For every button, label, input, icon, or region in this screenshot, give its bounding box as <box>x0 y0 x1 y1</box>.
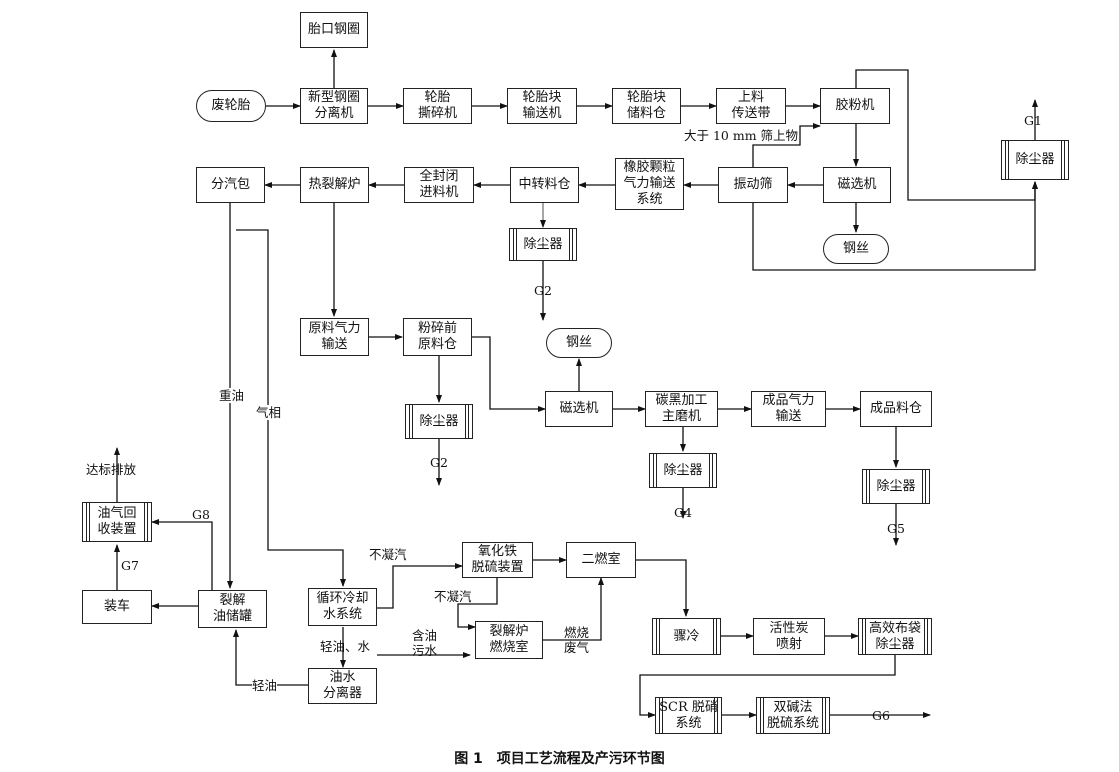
node-cooling: 循环冷却 水系统 <box>308 588 377 626</box>
node-quench: 骤冷 <box>652 618 721 655</box>
node-rubber-mill: 胶粉机 <box>820 88 890 124</box>
label-oily-wastewater: 含油 污水 <box>412 628 438 658</box>
node-iron-oxide: 氧化铁 脱硫装置 <box>462 542 533 578</box>
line-tank-to-recovery <box>151 519 213 590</box>
node-grinder: 碳黑加工 主磨机 <box>645 391 718 427</box>
label-screen-over: 大于 10 mm 筛上物 <box>684 128 799 143</box>
node-product-pneumatic: 成品气力 输送 <box>751 391 826 427</box>
label-g7: G7 <box>121 558 139 573</box>
node-product-bin: 成品料仓 <box>860 391 932 427</box>
node-raw-pneumatic: 原料气力 输送 <box>300 318 369 356</box>
node-steel-wire2: 钢丝 <box>546 328 612 358</box>
node-transfer-bin: 中转料仓 <box>510 167 579 203</box>
label-g1: G1 <box>1024 113 1042 128</box>
node-block-conveyor: 轮胎块 输送机 <box>507 88 577 124</box>
node-dust-g2a: 除尘器 <box>509 228 577 261</box>
label-g4: G4 <box>674 505 692 520</box>
line-precrush-to-magsep <box>472 336 546 412</box>
label-gas-phase: 气相 <box>256 405 282 420</box>
line-combustion-gas <box>543 577 604 641</box>
label-g2b: G2 <box>430 455 448 470</box>
node-waste-tire: 废轮胎 <box>196 90 266 122</box>
line-noncond2 <box>457 578 498 630</box>
node-separator: 新型钢圈 分离机 <box>300 88 368 124</box>
node-bag-filter: 高效布袋 除尘器 <box>858 618 932 655</box>
node-vib-screen: 振动筛 <box>718 167 788 203</box>
label-non-condensable2: 不凝汽 <box>434 589 472 604</box>
line-screen-oversize <box>752 123 821 167</box>
node-mag-sep2: 磁选机 <box>545 391 613 427</box>
node-oil-tank: 裂解 油储罐 <box>198 590 267 628</box>
node-pre-crush-bin: 粉碎前 原料仓 <box>403 318 472 356</box>
line-gas-phase <box>236 229 346 587</box>
label-non-condensable1: 不凝汽 <box>369 547 407 562</box>
node-tire-rim: 胎口钢圈 <box>300 12 368 48</box>
node-dust-g4: 除尘器 <box>649 453 717 488</box>
node-pneumatic-rubber: 橡胶颗粒 气力输送 系统 <box>615 158 684 210</box>
line-screen-to-dust <box>752 181 1038 271</box>
figure-caption: 图 1 项目工艺流程及产污环节图 <box>454 751 665 767</box>
node-second-chamber: 二燃室 <box>566 542 636 578</box>
line-light-oil <box>233 629 310 686</box>
label-light-oil-water: 轻油、水 <box>320 639 371 654</box>
node-dust-g1: 除尘器 <box>1001 140 1069 180</box>
node-belt: 上料 传送带 <box>716 88 786 124</box>
node-activated-carbon: 活性炭 喷射 <box>753 618 825 655</box>
label-g2a: G2 <box>534 283 552 298</box>
line-bag-to-scr <box>639 655 896 718</box>
node-scr: SCR 脱硝 系统 <box>655 697 722 734</box>
node-loading: 装车 <box>82 590 152 624</box>
node-mag-sep1: 磁选机 <box>823 167 891 203</box>
label-emission: 达标排放 <box>86 462 137 477</box>
node-dust-g2b: 除尘器 <box>405 404 473 439</box>
line-noncond-to-iron <box>377 563 463 609</box>
label-g6: G6 <box>872 708 890 723</box>
line-second-to-quench <box>636 559 689 617</box>
node-dust-g5: 除尘器 <box>862 469 930 504</box>
node-vapor-recovery: 油气回 收装置 <box>82 502 152 542</box>
node-steel-wire1: 钢丝 <box>823 234 889 264</box>
node-pyro-combustion: 裂解炉 燃烧室 <box>475 621 543 659</box>
node-dual-alkali: 双碱法 脱硫系统 <box>756 697 830 734</box>
label-heavy-oil: 重油 <box>219 388 245 403</box>
node-sealed-feeder: 全封闭 进料机 <box>404 167 474 203</box>
label-g5: G5 <box>887 521 905 536</box>
label-light-oil: 轻油 <box>252 678 278 693</box>
node-block-bin: 轮胎块 储料仓 <box>612 88 681 124</box>
label-g8: G8 <box>192 507 210 522</box>
node-shredder: 轮胎 撕碎机 <box>403 88 472 124</box>
node-pyrolysis: 热裂解炉 <box>300 167 369 203</box>
node-oil-water-sep: 油水 分离器 <box>308 668 377 704</box>
node-steam-drum: 分汽包 <box>196 167 265 203</box>
label-combustion-gas: 燃烧 废气 <box>564 625 590 655</box>
